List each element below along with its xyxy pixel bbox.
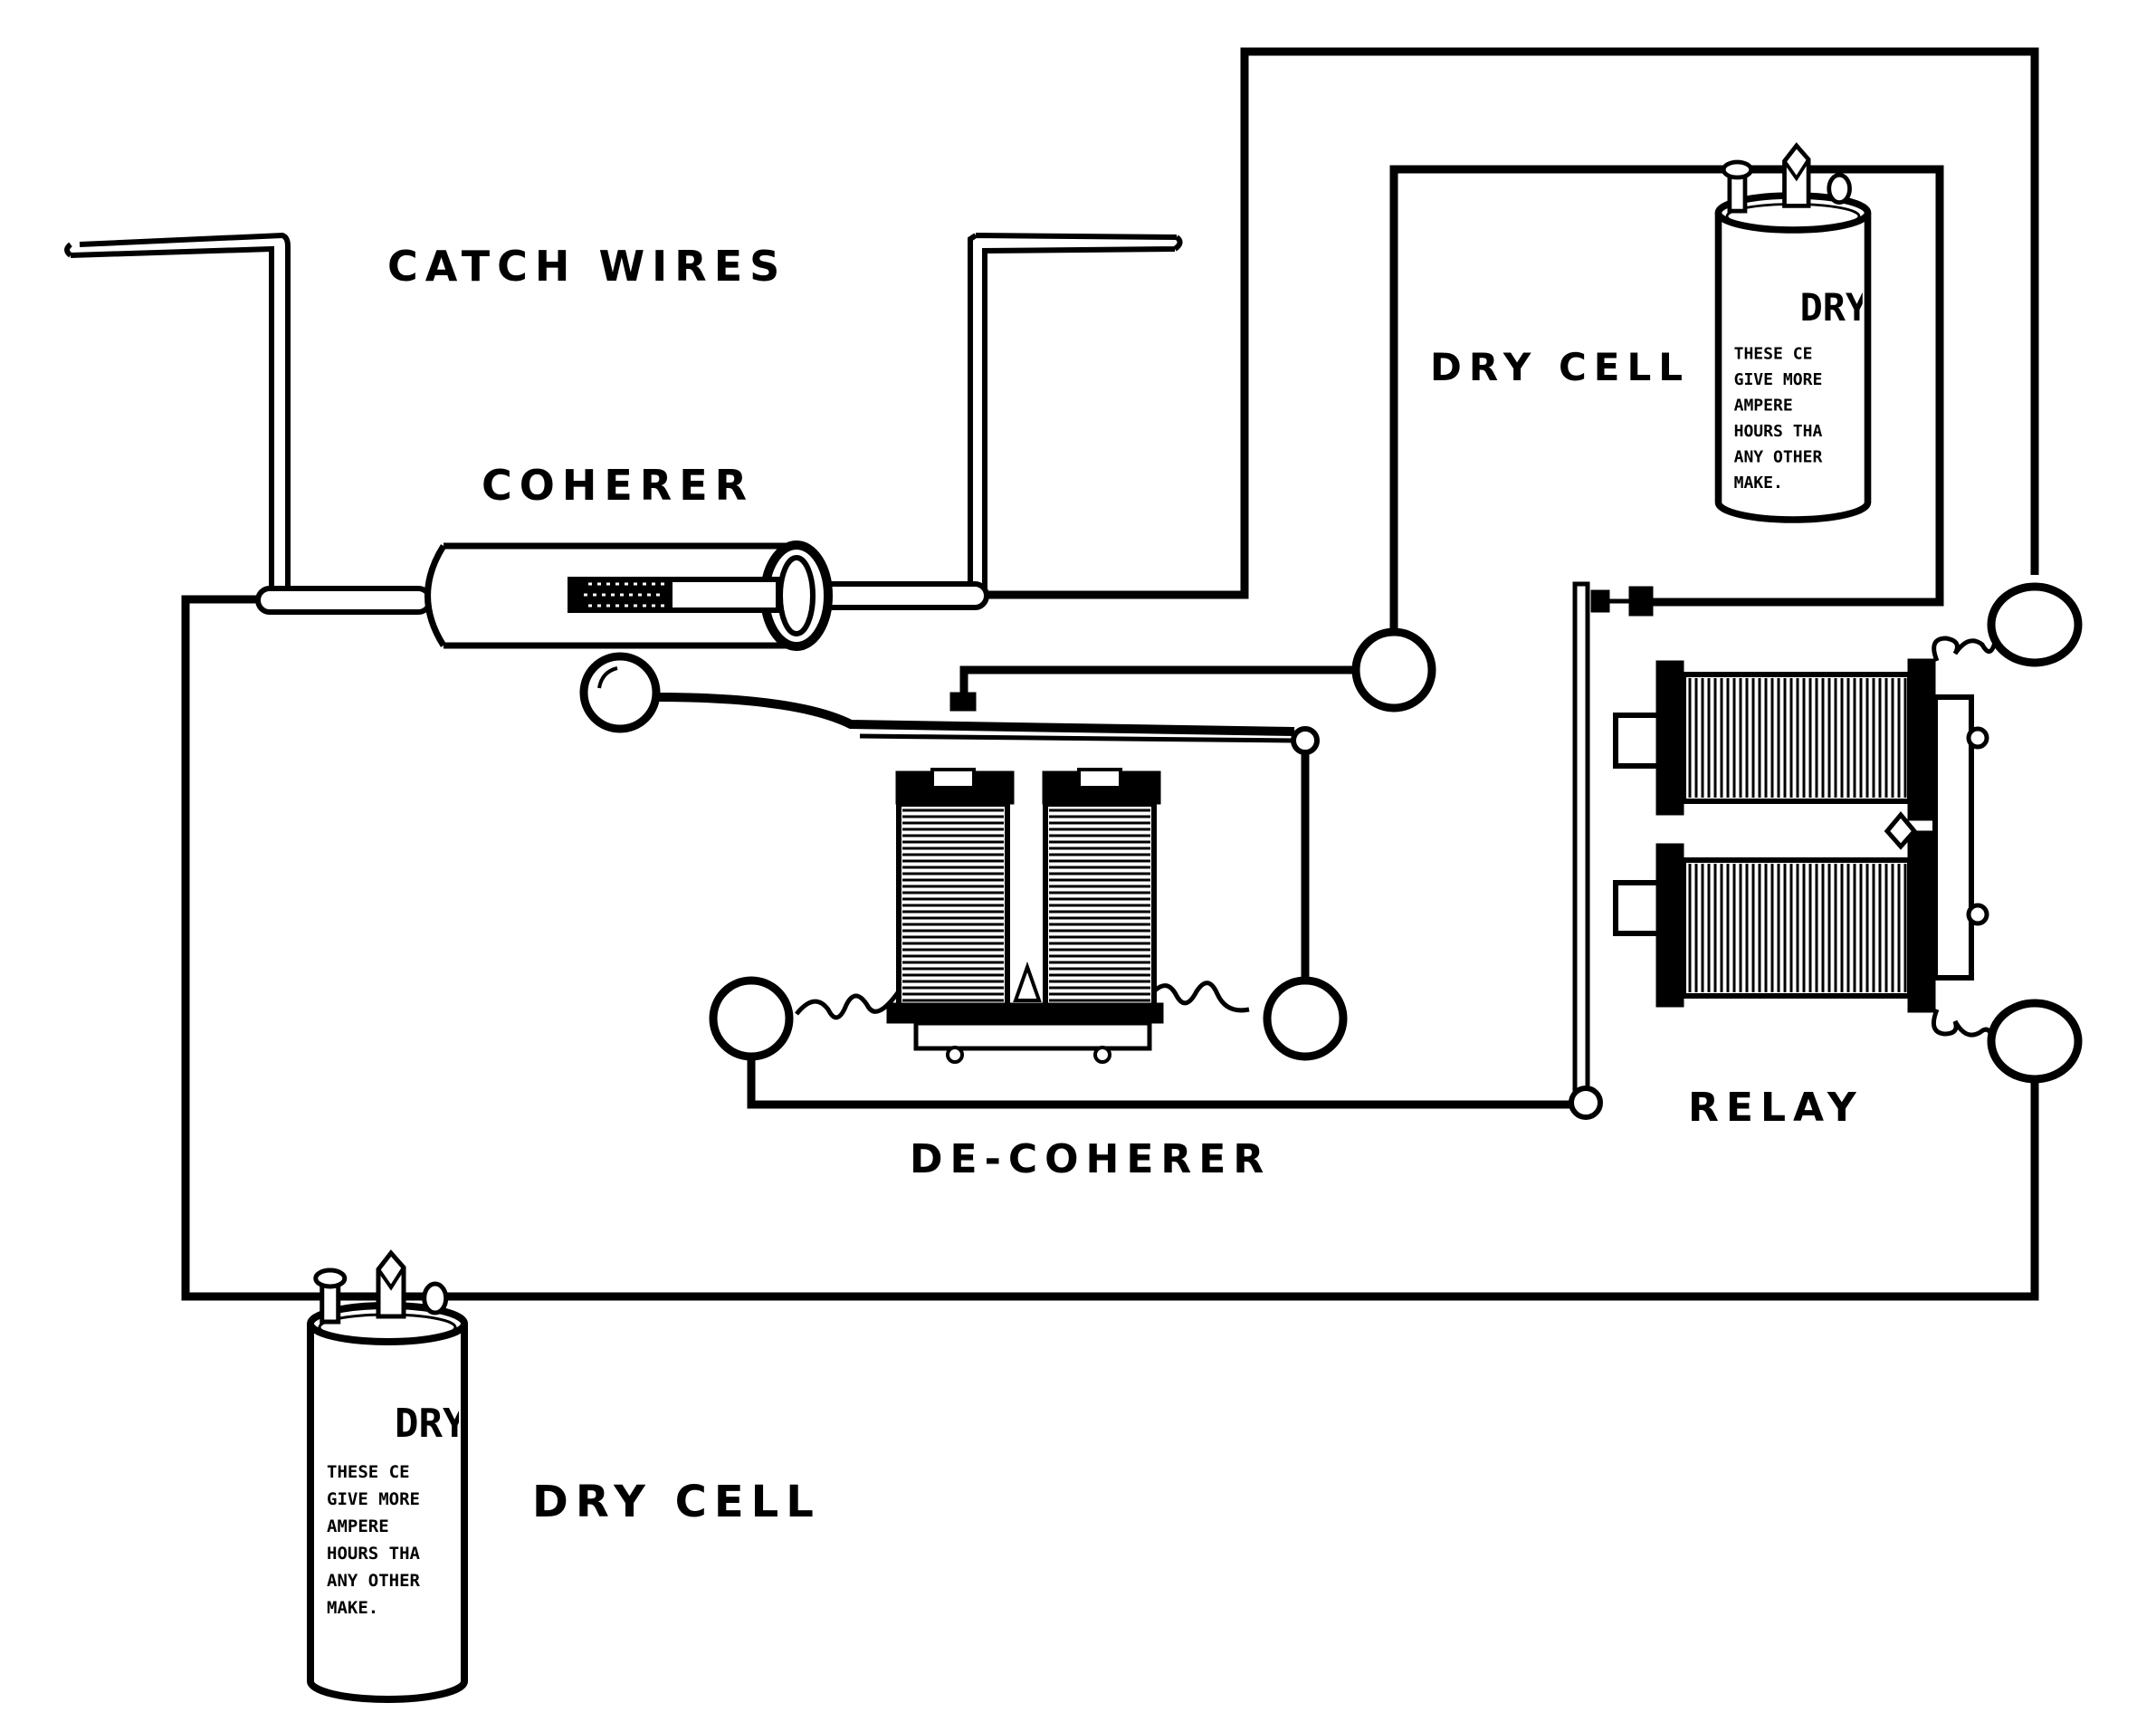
decoherer-base: [913, 1020, 1152, 1051]
decoherer-right-core: [1077, 768, 1122, 789]
dry-cell-bottom: DRY THESE CE GIVE MORE AMPERE HOURS THA ANY O…: [307, 1249, 468, 1703]
cell-terminal-negative: [1827, 172, 1852, 205]
cell-terminal-clip: [376, 1249, 406, 1319]
contact-wire: [959, 665, 1367, 693]
cell-fine-print-line: MAKE.: [327, 1598, 378, 1618]
tapper-highlight: [597, 666, 618, 689]
dry-cell-top: DRY THESE CE GIVE MORE AMPERE HOURS THA ANY O…: [1714, 142, 1872, 523]
cell-fine-print-line: AMPERE: [1734, 397, 1793, 416]
tapper-ball: [579, 652, 661, 733]
terminals: [709, 582, 2083, 1084]
coherer-glass-tube: [425, 542, 797, 649]
cell-fine-print-line: ANY OTHER: [1734, 448, 1823, 467]
left-catch-wire: [64, 232, 291, 588]
cell-terminal-negative: [422, 1281, 449, 1315]
cell-fine-print-line: THESE CE: [1734, 345, 1813, 364]
tapper-arm: [655, 693, 1295, 736]
decoherer-leads: [795, 981, 1250, 1020]
relay-upper-flange-left: [1655, 660, 1684, 816]
relay-lower-flange-left: [1655, 843, 1684, 1008]
cell-fine-print-line: GIVE MORE: [327, 1489, 420, 1509]
tapper-pivot: [1291, 726, 1320, 755]
terminal-relay-bottom: [1987, 999, 2083, 1084]
tapper-armature: [859, 733, 1295, 743]
cell-brand-label: DRY: [395, 1401, 467, 1447]
label-relay: RELAY: [1688, 1085, 1864, 1131]
relay-lower-flange-right: [1907, 830, 1936, 1013]
decoherer-right-winding: [1049, 808, 1150, 1009]
terminal-decoherer-right: [1263, 976, 1348, 1061]
label-dry-cell-top: DRY CELL: [1430, 345, 1690, 389]
relay-lower-core-cap: [1613, 880, 1665, 936]
relay-upper-winding: [1688, 678, 1907, 798]
top-cell-circuit-wire: [1389, 165, 1944, 629]
relay-lower-winding: [1688, 864, 1907, 992]
coherer-inner-plug: [667, 577, 781, 613]
relay-armature: [1572, 581, 1590, 1103]
cell-brand-label: DRY: [1800, 285, 1869, 330]
label-dry-cell-bottom: DRY CELL: [532, 1477, 821, 1527]
decoherer-center-clip: [1013, 961, 1042, 1002]
decoherer-tapper: [579, 652, 1320, 755]
coherer-left-rod: [255, 586, 433, 615]
relay-contact-screw: [1590, 589, 1610, 613]
cell-fine-print-line: HOURS THA: [1734, 422, 1823, 441]
cell-fine-print-line: ANY OTHER: [327, 1571, 421, 1591]
circuit-wires: [181, 47, 2039, 1301]
cell-fine-print-line: HOURS THA: [327, 1544, 421, 1564]
relay-upper-core-cap: [1613, 713, 1665, 769]
relay-center-clip: [1884, 811, 1918, 850]
coherer-to-relay-wire: [982, 47, 2039, 599]
cell-terminal-positive: [1721, 159, 1754, 214]
relay-upper-flange-right: [1907, 658, 1936, 821]
main-loop-wire: [181, 595, 2039, 1301]
right-catch-wire: [968, 233, 1183, 588]
decoherer-foot-right: [1093, 1046, 1111, 1064]
cell-fine-print-line: GIVE MORE: [1734, 370, 1823, 389]
decoherer-base-plate: [886, 1002, 1164, 1024]
cell-fine-print-line: MAKE.: [1734, 474, 1783, 493]
decoherer-return-wire: [747, 1057, 1586, 1109]
relay: [1569, 581, 1989, 1120]
coherer: [255, 541, 989, 651]
relay-armature-pivot: [1569, 1086, 1603, 1120]
terminal-contact: [1351, 627, 1436, 713]
cell-terminal-positive: [313, 1268, 348, 1325]
cell-terminal-clip: [1782, 142, 1811, 208]
decoherer-left-core: [930, 768, 976, 789]
catch-wires: [64, 232, 1183, 588]
label-coherer: COHERER: [482, 461, 754, 510]
relay-yoke: [1932, 694, 1974, 981]
label-decoherer: DE-COHERER: [910, 1136, 1271, 1182]
coherer-tube-bore: [777, 555, 816, 636]
relay-leads: [1931, 636, 1999, 1047]
decoherer-foot-left: [946, 1046, 964, 1064]
terminal-relay-top: [1987, 582, 2083, 667]
label-catch-wires: CATCH WIRES: [387, 242, 787, 291]
cell-fine-print-line: THESE CE: [327, 1462, 410, 1482]
terminal-decoherer-left: [709, 976, 794, 1061]
decoherer-magnet: [886, 768, 1164, 1064]
cell-fine-print-line: AMPERE: [327, 1516, 389, 1536]
contact-point: [949, 692, 977, 712]
